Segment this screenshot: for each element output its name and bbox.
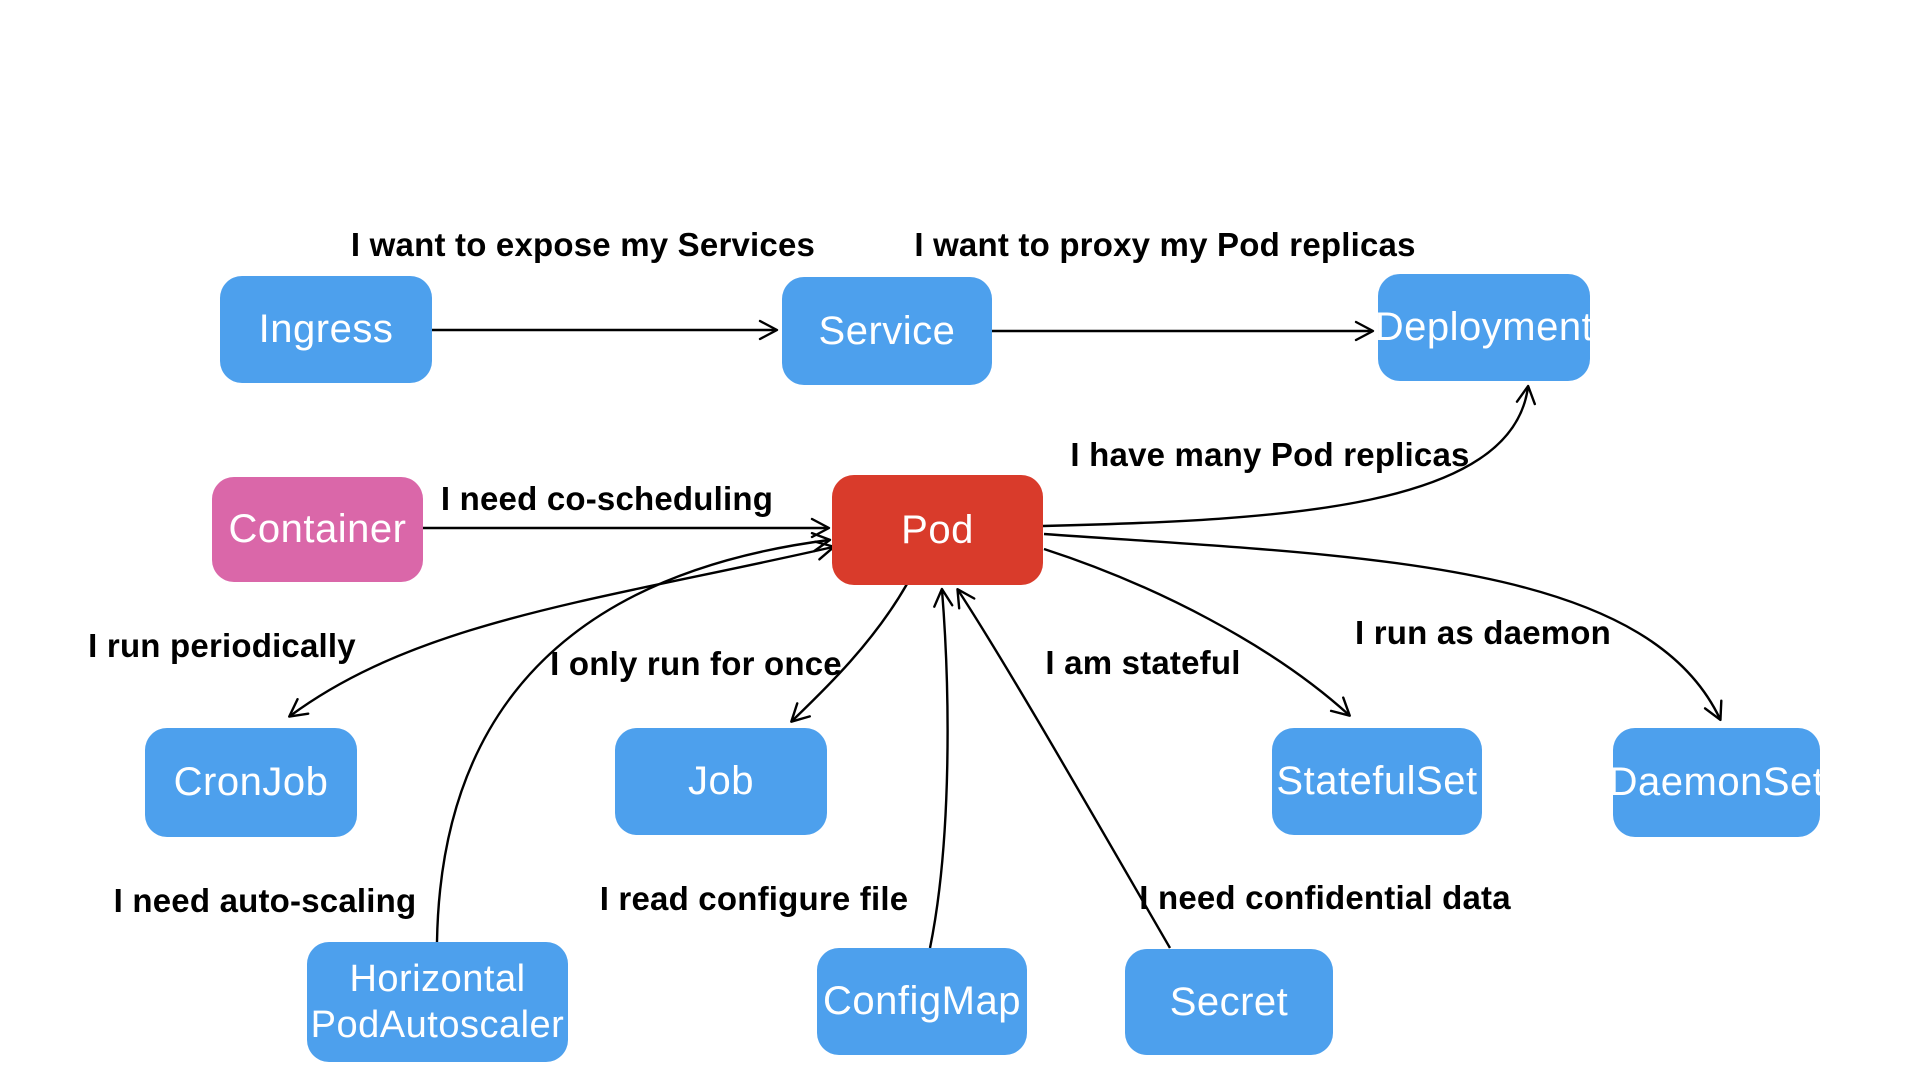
node-ingress-label: Ingress <box>258 307 394 352</box>
edge-label-proxy-pod-replicas: I want to proxy my Pod replicas <box>914 226 1416 263</box>
node-cronjob-label: CronJob <box>173 760 329 805</box>
edge-label-auto-scaling: I need auto-scaling <box>113 882 417 919</box>
node-service: Service <box>782 277 992 385</box>
edge-pod-cronjob <box>287 540 836 718</box>
node-deployment-label: Deployment <box>1374 305 1594 350</box>
node-secret: Secret <box>1125 949 1333 1055</box>
node-job-label: Job <box>688 759 754 804</box>
node-statefulset-label: StatefulSet <box>1276 759 1478 804</box>
edge-label-run-for-once: I only run for once <box>550 645 842 682</box>
edge-secret-pod <box>956 587 1172 949</box>
node-hpa-label-line1: Horizontal <box>349 957 526 1000</box>
edge-label-co-scheduling: I need co-scheduling <box>440 480 774 517</box>
edge-pod-job <box>790 583 909 723</box>
node-deployment: Deployment <box>1374 274 1594 381</box>
node-pod-label: Pod <box>901 507 974 552</box>
node-pod: Pod <box>832 475 1043 585</box>
node-container-label: Container <box>228 507 407 552</box>
node-secret-label: Secret <box>1169 979 1289 1024</box>
node-statefulset: StatefulSet <box>1272 728 1482 835</box>
edge-label-run-periodically: I run periodically <box>88 627 356 664</box>
node-daemonset-label: DaemonSet <box>1608 760 1825 805</box>
edge-label-stateful: I am stateful <box>1045 644 1241 681</box>
edge-label-expose-services: I want to expose my Services <box>350 226 816 263</box>
edge-pod-deployment <box>1042 384 1536 528</box>
node-ingress: Ingress <box>220 276 432 383</box>
edge-pod-statefulset <box>1043 547 1351 717</box>
edge-label-read-configure-file: I read configure file <box>599 880 909 917</box>
node-service-label: Service <box>818 308 956 353</box>
node-job: Job <box>615 728 827 835</box>
node-cronjob: CronJob <box>145 728 357 837</box>
node-configmap: ConfigMap <box>817 948 1027 1055</box>
edge-label-run-as-daemon: I run as daemon <box>1354 614 1612 651</box>
edge-pod-daemonset <box>1043 532 1723 722</box>
edge-configmap-pod <box>928 587 954 949</box>
edge-label-many-pod-replicas: I have many Pod replicas <box>1070 436 1470 473</box>
node-horizontalpodautoscaler: Horizontal PodAutoscaler <box>307 942 568 1062</box>
edge-label-confidential-data: I need confidential data <box>1139 879 1511 916</box>
node-container: Container <box>212 477 423 582</box>
node-daemonset: DaemonSet <box>1609 728 1824 837</box>
node-configmap-label: ConfigMap <box>823 979 1021 1024</box>
edge-hpa-pod <box>435 531 832 943</box>
node-hpa-label-line2: PodAutoscaler <box>310 1004 565 1046</box>
